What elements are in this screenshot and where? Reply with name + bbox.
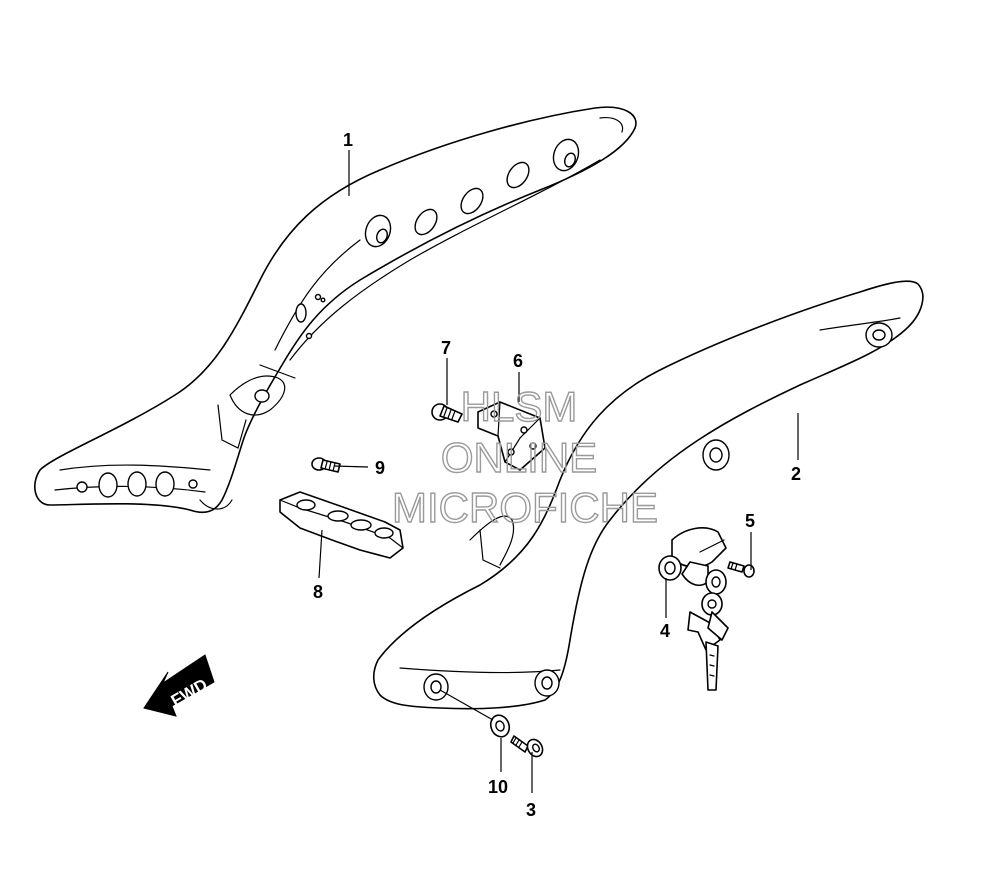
callout-5: 5 — [745, 511, 755, 531]
part-1-boss-lower — [364, 214, 392, 248]
part-2-hole-front — [865, 322, 893, 348]
callout-10: 10 — [488, 777, 508, 797]
watermark-line-1: HLSM — [461, 383, 578, 430]
part-2-hole-rear-upper — [534, 669, 560, 697]
callout-6: 6 — [513, 351, 523, 371]
part-2-hole-mid — [702, 439, 730, 471]
part-1-left-rail — [34, 106, 637, 514]
callout-7: 7 — [441, 338, 451, 358]
part-6-bracket — [477, 401, 546, 471]
callout-2: 2 — [791, 464, 801, 484]
callouts: 1 2 3 4 5 6 7 8 9 10 — [313, 130, 801, 820]
part-10-washer — [489, 714, 511, 738]
part-3-bolt — [510, 735, 544, 758]
callout-9: 9 — [375, 458, 385, 478]
part-5-screw — [727, 561, 755, 578]
part-9-screw — [311, 457, 341, 473]
leader-lines — [318, 150, 799, 793]
callout-3: 3 — [526, 800, 536, 820]
callout-8: 8 — [313, 582, 323, 602]
fwd-direction-arrow: FWD — [143, 654, 215, 717]
part-4-lock-keys — [658, 527, 729, 691]
part-7-bolt — [431, 403, 463, 423]
callout-1: 1 — [343, 130, 353, 150]
watermark: HLSM ONLINE MICROFICHE — [391, 382, 658, 531]
part-2-hole-rear-lower — [423, 673, 449, 701]
part-2-right-rail — [372, 280, 924, 710]
part-1-boss-upper — [552, 138, 580, 172]
watermark-line-2: ONLINE — [441, 434, 597, 481]
callout-4: 4 — [660, 621, 670, 641]
part-8-mount-block — [279, 491, 404, 559]
watermark-line-3: MICROFICHE — [392, 484, 658, 531]
